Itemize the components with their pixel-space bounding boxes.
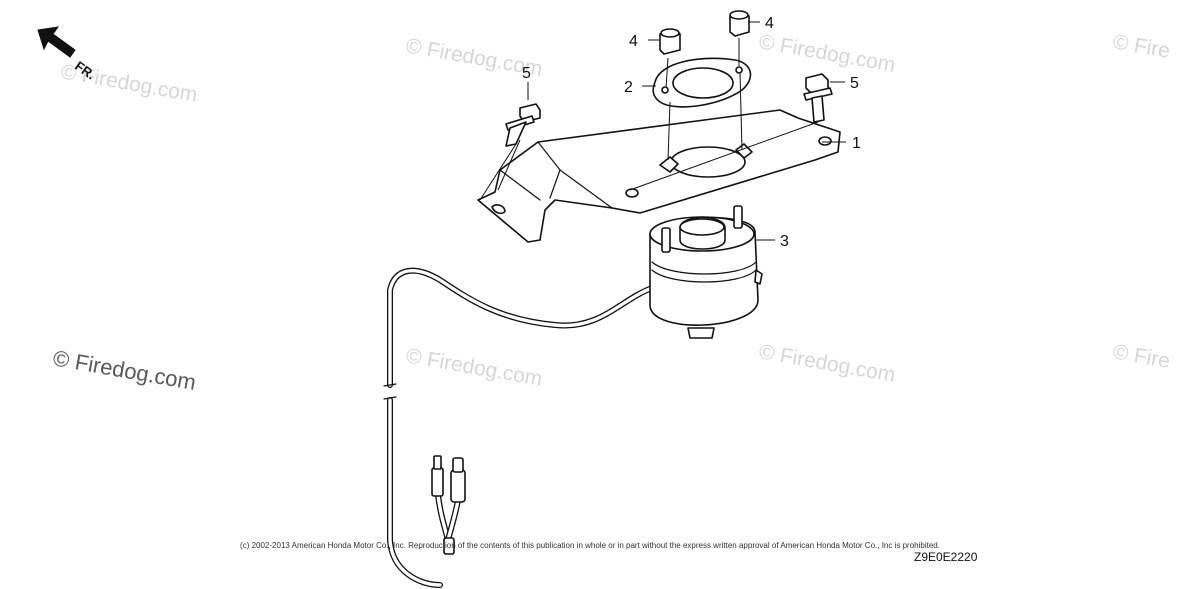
callout-5: 5 xyxy=(522,65,531,82)
leader-lines xyxy=(479,21,846,241)
watermark: © Firedog.com xyxy=(404,344,544,391)
bolt-part xyxy=(505,73,833,147)
callout-numbers: 1 2 3 4 4 5 5 xyxy=(522,15,861,250)
wire-harness xyxy=(383,267,655,588)
watermark-layer: © Firedog.com © Firedog.com © Firedog.co… xyxy=(51,30,1172,395)
callout-2: 2 xyxy=(624,79,633,96)
callout-3: 3 xyxy=(780,233,789,250)
watermark: © Firedog.com xyxy=(757,340,897,387)
bracket-part xyxy=(477,109,841,243)
callout-5: 5 xyxy=(850,75,859,92)
watermark: © Fire xyxy=(1111,340,1172,373)
callout-4: 4 xyxy=(765,15,774,32)
watermark: © Firedog.com xyxy=(757,30,897,77)
solenoid-part xyxy=(649,205,763,339)
callout-4: 4 xyxy=(629,33,638,50)
copyright-notice: (c) 2002-2013 American Honda Motor Co., … xyxy=(240,541,940,550)
diagram-code: Z9E0E2220 xyxy=(914,550,978,564)
watermark: © Fire xyxy=(1111,30,1172,63)
watermark: © Firedog.com xyxy=(51,345,198,395)
callout-1: 1 xyxy=(852,135,861,152)
nut-part xyxy=(659,10,750,55)
gasket-part xyxy=(652,57,752,108)
